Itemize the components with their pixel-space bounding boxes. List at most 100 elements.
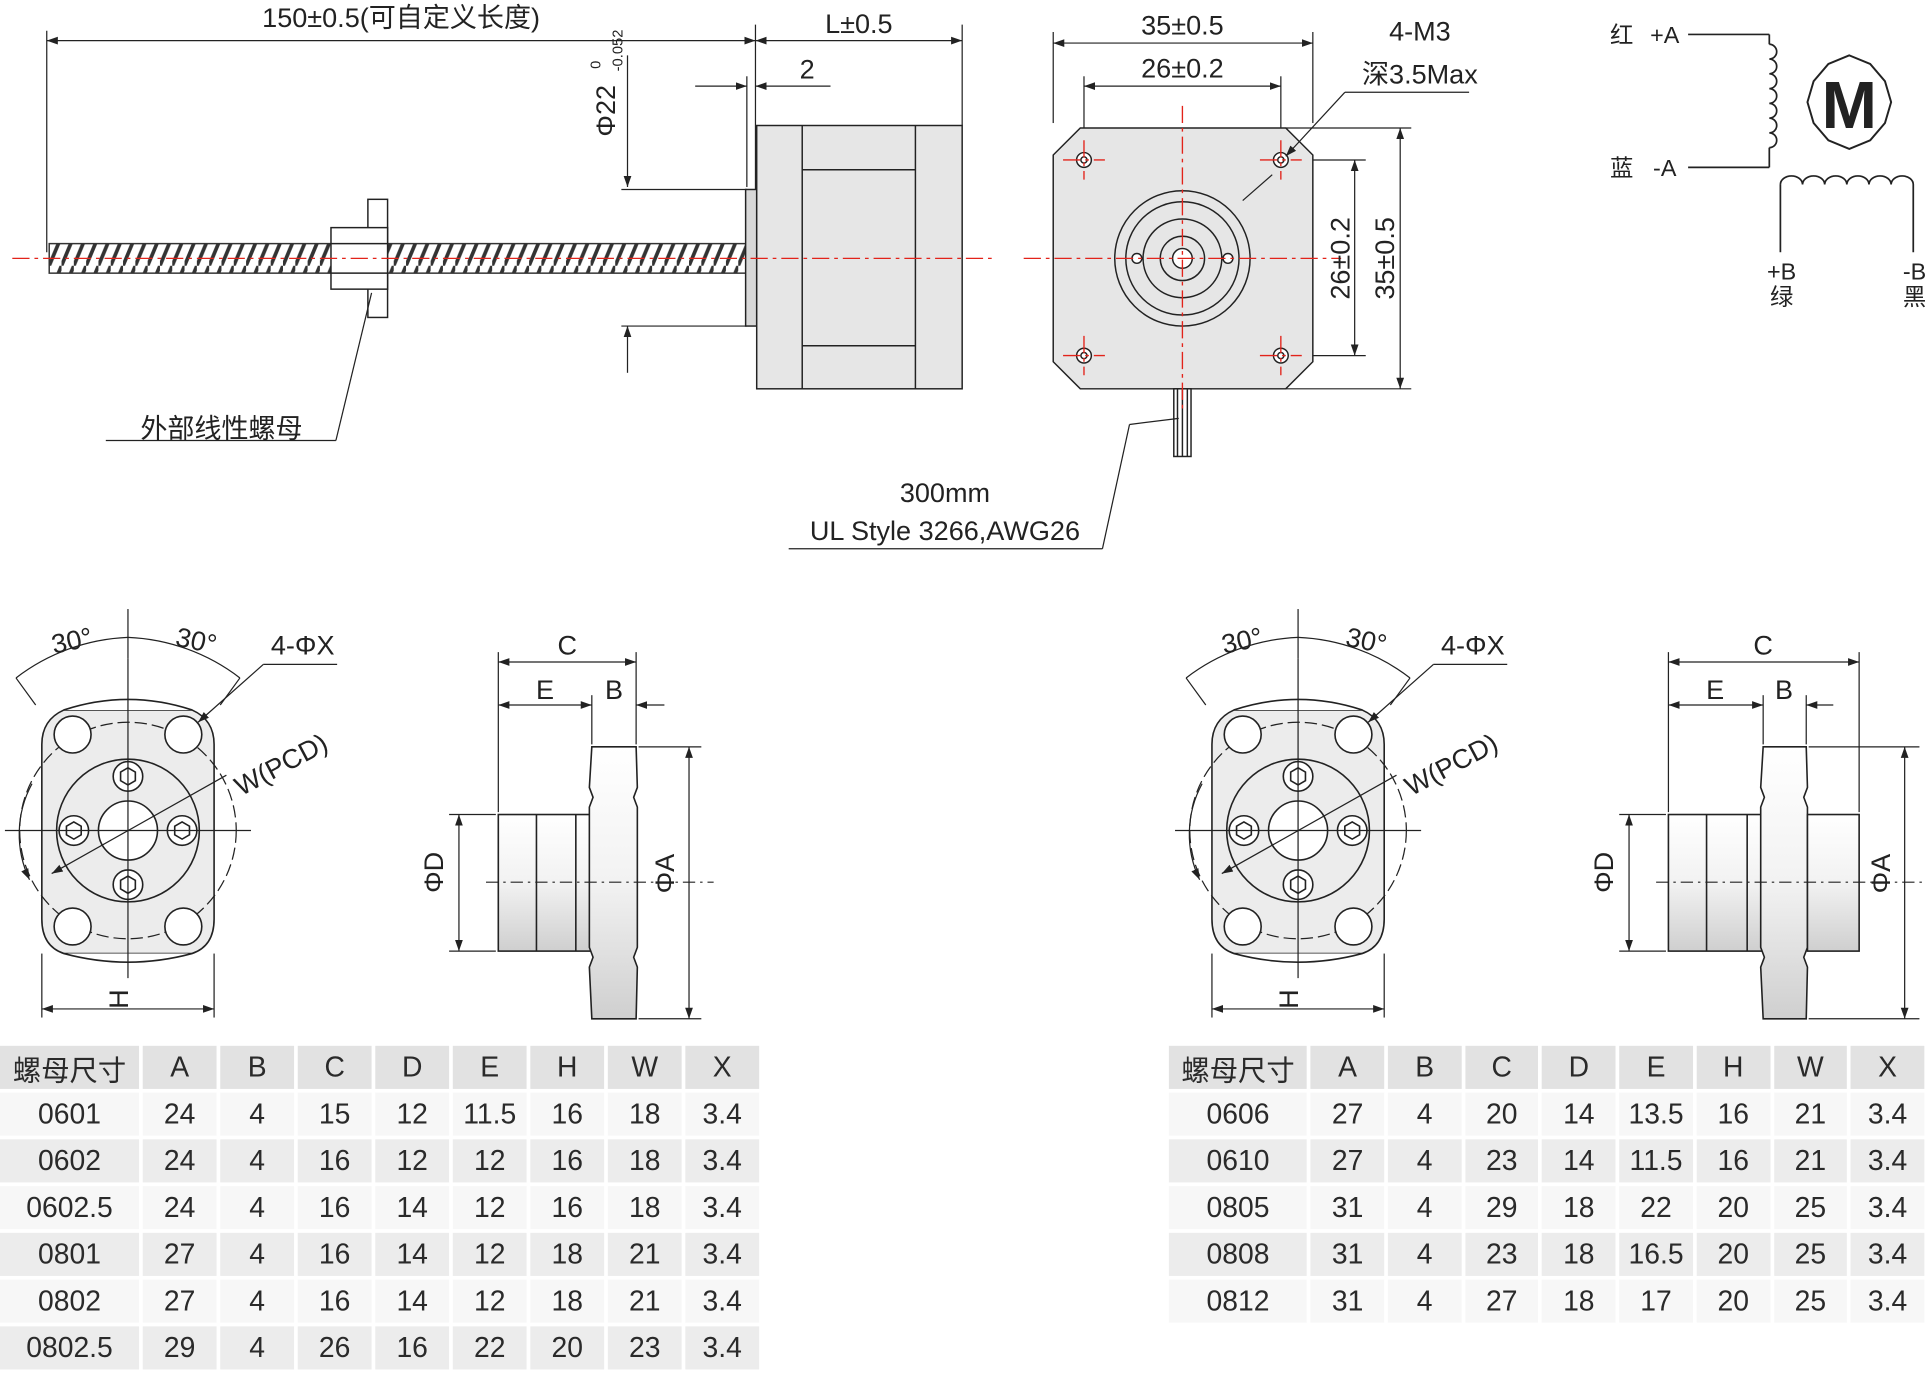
e-label: E (536, 675, 554, 705)
table-cell: 16 (530, 1139, 605, 1183)
table-cell: 12 (375, 1092, 450, 1136)
table-cell: 16 (1696, 1092, 1770, 1136)
h-label: H (104, 989, 134, 1009)
table-cell: 14 (375, 1232, 450, 1276)
table-cell: 29 (1465, 1186, 1539, 1230)
table-cell: 20 (1696, 1186, 1770, 1230)
angle-left-label: 30° (1219, 622, 1265, 660)
table-cell: 4 (1388, 1232, 1462, 1276)
table-cell: 12 (452, 1232, 527, 1276)
table-cell: 24 (142, 1186, 217, 1230)
nut-face-view-right (1175, 609, 1508, 1018)
table-cell: 24 (142, 1092, 217, 1136)
table-header-cell: C (1465, 1045, 1539, 1089)
table-cell: 27 (1310, 1092, 1385, 1136)
pcd-label: W(PCD) (230, 728, 333, 802)
table-cell: 18 (530, 1232, 605, 1276)
table-cell: 31 (1310, 1279, 1385, 1323)
a-label: ΦA (650, 854, 680, 894)
table-header-cell: X (1850, 1045, 1925, 1089)
table-cell: 12 (375, 1139, 450, 1183)
table-cell: 4 (220, 1232, 295, 1276)
table-cell: 25 (1773, 1279, 1848, 1323)
table-cell: 27 (1310, 1139, 1385, 1183)
table-cell: 14 (1542, 1092, 1616, 1136)
table-cell: 4 (1388, 1139, 1462, 1183)
table-cell: 18 (1542, 1279, 1616, 1323)
table-cell: 12 (452, 1139, 527, 1183)
table-cell: 20 (530, 1326, 605, 1370)
table-cell: 3.4 (1850, 1139, 1925, 1183)
table-cell: 4 (220, 1092, 295, 1136)
table-cell: 4 (1388, 1186, 1462, 1230)
table-cell: 16 (297, 1186, 372, 1230)
shaft-dia-text: Φ22 (591, 85, 621, 137)
table-cell: 3.4 (1850, 1279, 1925, 1323)
table-cell: 18 (1542, 1232, 1616, 1276)
angle-right-label: 30° (1343, 622, 1389, 660)
table-header-cell: E (452, 1045, 527, 1089)
wire-b-plus-label: +B (1767, 258, 1796, 284)
shaft-dia-tol-up: 0 (588, 61, 604, 69)
table-cell: 0801 (0, 1232, 140, 1276)
table-cell: 3.4 (685, 1186, 760, 1230)
nut-side-view-right (1619, 652, 1920, 1020)
table-cell: 21 (1773, 1092, 1848, 1136)
motor-length-dim-text: L±0.5 (825, 9, 893, 39)
table-header-cell: W (607, 1045, 682, 1089)
wire-a-plus-label: +A (1650, 22, 1680, 48)
table-cell: 13.5 (1619, 1092, 1693, 1136)
table-cell: 14 (1542, 1139, 1616, 1183)
nut-side-view-left (449, 652, 702, 1020)
table-cell: 0812 (1168, 1279, 1308, 1323)
table-cell: 18 (607, 1186, 682, 1230)
angle-right-label: 30° (173, 622, 219, 660)
shaft-dia-tol-low: -0.052 (611, 30, 627, 72)
table-cell: 14 (375, 1186, 450, 1230)
table-cell: 16 (297, 1232, 372, 1276)
front-width-dim-text: 35±0.5 (1141, 10, 1224, 40)
nut-label: 外部线性螺母 (140, 414, 302, 444)
table-cell: 16 (530, 1092, 605, 1136)
nut-face-view-left (4, 609, 338, 1018)
cable-length-text: 300mm (900, 478, 990, 508)
table-cell: 16 (297, 1279, 372, 1323)
table-cell: 27 (1465, 1279, 1539, 1323)
table-cell: 4 (220, 1326, 295, 1370)
table-header-cell: H (1696, 1045, 1770, 1089)
motor-symbol-label: M (1822, 69, 1877, 143)
front-height-hole-dim-text: 26±0.2 (1326, 217, 1356, 300)
front-height-dim-text: 35±0.5 (1370, 217, 1400, 300)
table-cell: 29 (142, 1326, 217, 1370)
table-cell: 26 (297, 1326, 372, 1370)
table-cell: 3.4 (685, 1092, 760, 1136)
wire-red-label: 红 (1610, 22, 1633, 48)
table-header-cell: E (1619, 1045, 1693, 1089)
flange-dim-text: 2 (800, 55, 815, 85)
table-cell: 11.5 (1619, 1139, 1693, 1183)
table-cell: 23 (607, 1326, 682, 1370)
table-cell: 21 (1773, 1139, 1848, 1183)
cable-spec-text: UL Style 3266,AWG26 (810, 516, 1080, 546)
table-cell: 4 (220, 1186, 295, 1230)
table-cell: 17 (1619, 1279, 1693, 1323)
table-cell: 3.4 (1850, 1186, 1925, 1230)
table-cell: 23 (1465, 1232, 1539, 1276)
table-cell: 31 (1310, 1232, 1385, 1276)
table-cell: 27 (142, 1232, 217, 1276)
table-header-cell: 螺母尺寸 (0, 1045, 140, 1089)
table-cell: 15 (297, 1092, 372, 1136)
screw-note-2: 深3.5Max (1362, 60, 1478, 90)
table-header-cell: A (142, 1045, 217, 1089)
